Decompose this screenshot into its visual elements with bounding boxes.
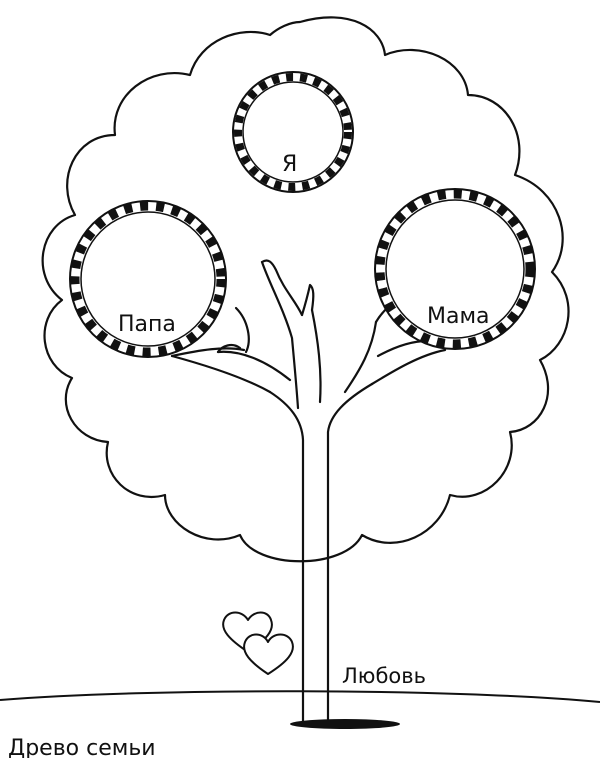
tree-crown <box>41 16 570 563</box>
label-papa: Папа <box>118 312 176 337</box>
frame-mama <box>374 188 536 350</box>
heart-icon <box>243 633 294 675</box>
ground-shadow <box>290 719 400 729</box>
label-mama: Мама <box>427 304 490 329</box>
label-me: Я <box>282 152 298 177</box>
frame-me <box>232 71 354 193</box>
page-title: Древо семьи <box>8 736 156 758</box>
label-love: Любовь <box>342 664 427 688</box>
ground-line <box>0 690 600 703</box>
frame-papa <box>69 200 227 358</box>
